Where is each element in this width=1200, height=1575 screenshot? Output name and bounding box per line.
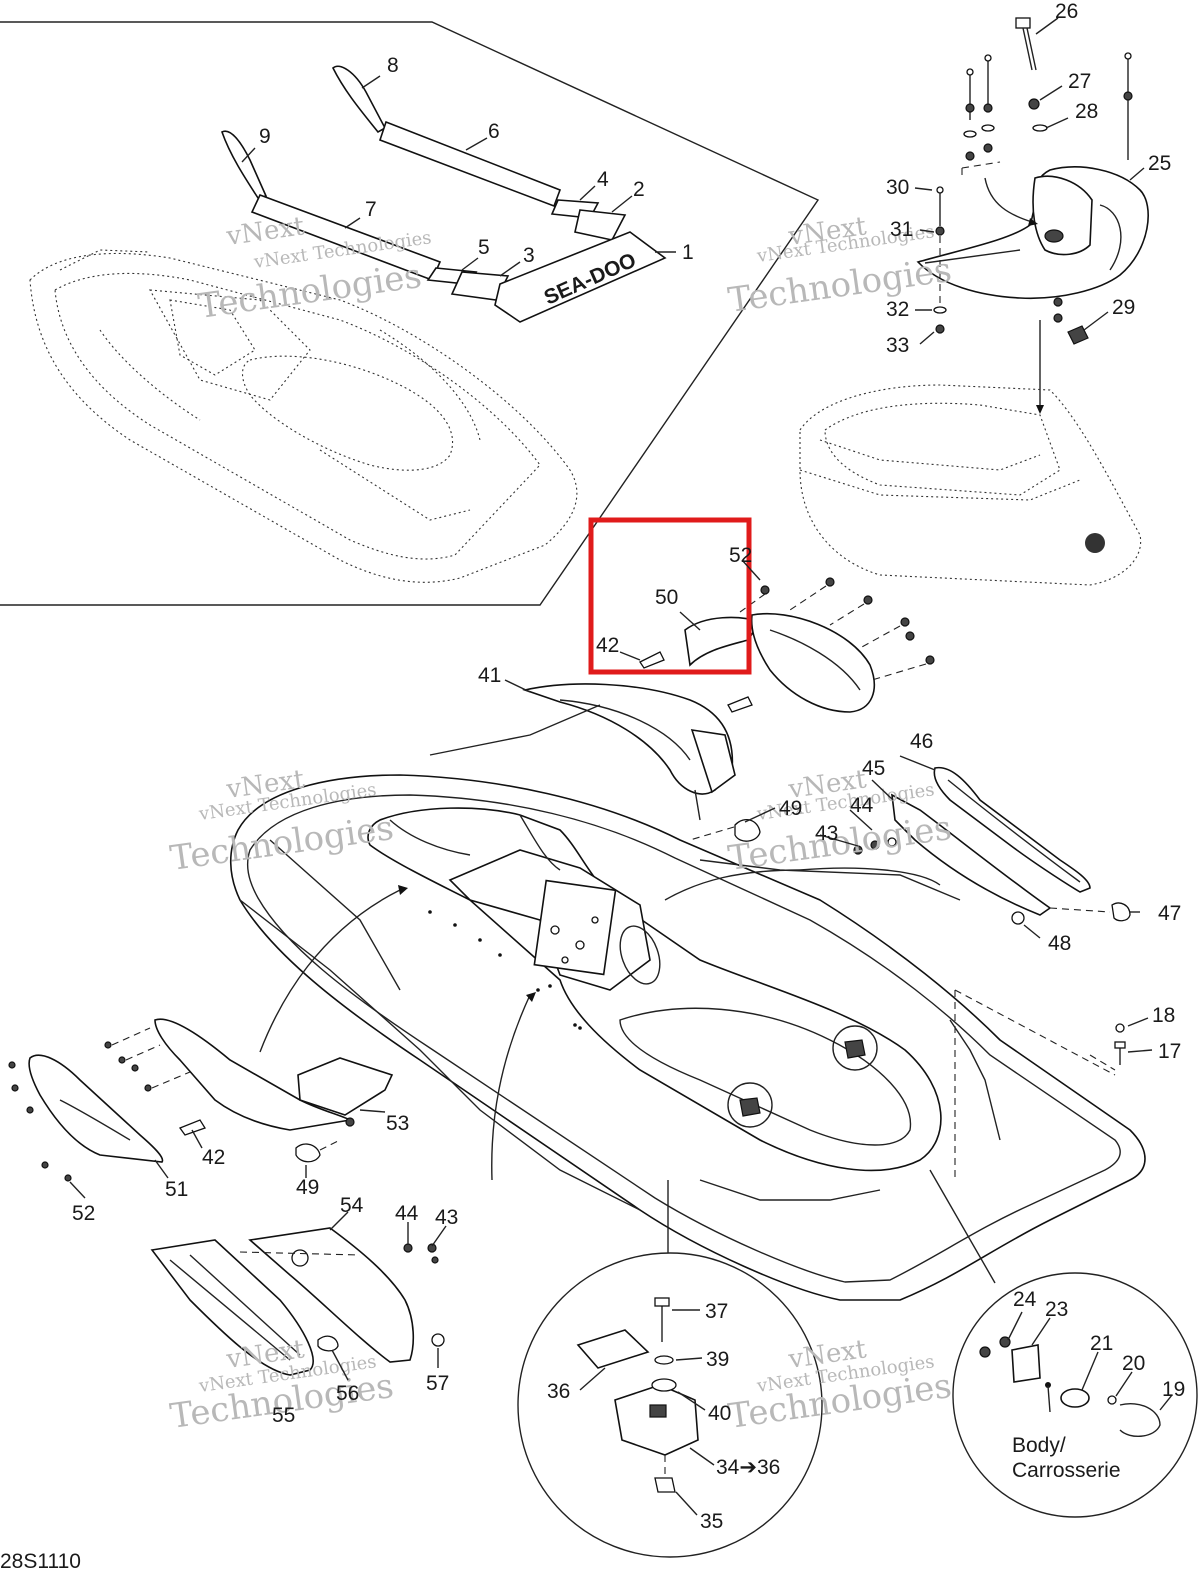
- callout-48: 48: [1048, 932, 1071, 955]
- diagram-code: 28S1110: [0, 1550, 81, 1573]
- decal-1-mat: SEA-DOO: [494, 231, 667, 323]
- side-cover-50: [684, 613, 875, 713]
- callout-30: 30: [886, 176, 909, 199]
- callout-27: 27: [1068, 70, 1091, 93]
- bolt-group-top: [961, 52, 1133, 180]
- decal-2: [574, 209, 627, 241]
- callout-55: 55: [272, 1404, 295, 1427]
- side-panel-45: [891, 793, 1052, 916]
- callout-44-top: 44: [850, 794, 874, 817]
- callout-44-bottom: 44: [395, 1202, 419, 1225]
- callout-5: 5: [478, 236, 490, 259]
- callout-19: 19: [1162, 1378, 1185, 1401]
- callout-47: 47: [1158, 902, 1181, 925]
- callout-41: 41: [478, 664, 501, 687]
- decal-8: [332, 65, 387, 134]
- storage-bin: [799, 384, 1142, 586]
- handle-assembly: [799, 17, 1149, 586]
- side-rail-46: [933, 766, 1091, 893]
- side-panel-51: [28, 1054, 164, 1163]
- callout-28: 28: [1075, 100, 1098, 123]
- callout-17: 17: [1158, 1040, 1181, 1063]
- callout-35: 35: [700, 1510, 723, 1533]
- callout-56: 56: [336, 1382, 359, 1405]
- callout-3: 3: [523, 244, 535, 267]
- callout-6: 6: [488, 120, 500, 143]
- callout-40: 40: [708, 1402, 731, 1425]
- hull-rivets: [428, 910, 582, 1030]
- main-hull: [229, 704, 1146, 1301]
- body-note-line2: Carrosserie: [1012, 1459, 1121, 1482]
- callout-21: 21: [1090, 1332, 1113, 1355]
- callout-43-top: 43: [815, 822, 838, 845]
- side-panel-54: [239, 1227, 445, 1363]
- callout-34-36: 34➔36: [716, 1456, 780, 1479]
- callout-52-top: 52: [729, 544, 752, 567]
- callout-2: 2: [633, 178, 645, 201]
- callout-39: 39: [706, 1348, 729, 1371]
- screws-right-cluster: [639, 577, 935, 842]
- callout-57: 57: [426, 1372, 449, 1395]
- grab-handle-25: [916, 166, 1149, 300]
- callout-46: 46: [910, 730, 933, 753]
- callout-49-top: 49: [779, 797, 802, 820]
- callout-42-top: 42: [596, 634, 619, 657]
- highlight-box: [588, 517, 752, 675]
- callout-20: 20: [1122, 1352, 1145, 1375]
- callout-29: 29: [1112, 296, 1135, 319]
- callout-49-left: 49: [296, 1176, 319, 1199]
- callout-25: 25: [1148, 152, 1171, 175]
- left-screws: [8, 1027, 341, 1182]
- callout-31: 31: [890, 218, 913, 241]
- decal-6: [378, 120, 562, 208]
- callout-36: 36: [547, 1380, 570, 1403]
- callout-9: 9: [259, 125, 271, 148]
- detail-inset-latch: [517, 1180, 823, 1558]
- callout-52-left: 52: [72, 1202, 95, 1225]
- callout-53: 53: [386, 1112, 409, 1135]
- callout-23: 23: [1045, 1298, 1068, 1321]
- body-note-line1: Body/: [1012, 1434, 1066, 1457]
- callout-50: 50: [655, 586, 678, 609]
- callout-8: 8: [387, 54, 399, 77]
- callout-45: 45: [862, 757, 885, 780]
- callout-32: 32: [886, 298, 909, 321]
- callout-26: 26: [1055, 0, 1078, 23]
- side-cover-41: [522, 683, 736, 821]
- leader-lines: [69, 17, 1173, 1516]
- callout-54: 54: [340, 1194, 364, 1217]
- bolt-17-18: [1114, 1023, 1126, 1065]
- bolt-26: [1015, 17, 1048, 132]
- fasteners-43-44-47-48: [853, 837, 1131, 925]
- inset-hull-dotted: [29, 249, 578, 583]
- callout-24: 24: [1013, 1288, 1037, 1311]
- svg-text:Technologies: Technologies: [196, 256, 424, 327]
- callout-51: 51: [165, 1178, 188, 1201]
- callout-7: 7: [365, 198, 377, 221]
- callout-1: 1: [682, 241, 694, 264]
- callout-43-bottom: 43: [435, 1206, 458, 1229]
- side-panel-53: [154, 1018, 394, 1131]
- bolt-group-30: [933, 177, 1089, 414]
- callout-4: 4: [597, 168, 609, 191]
- side-panel-55: [150, 1239, 314, 1376]
- callout-37: 37: [705, 1300, 728, 1323]
- callout-18: 18: [1152, 1004, 1175, 1027]
- watermarks: vNext Technologies Technologies vNext Te…: [168, 211, 954, 1437]
- callout-42-left: 42: [202, 1146, 225, 1169]
- callout-33: 33: [886, 334, 909, 357]
